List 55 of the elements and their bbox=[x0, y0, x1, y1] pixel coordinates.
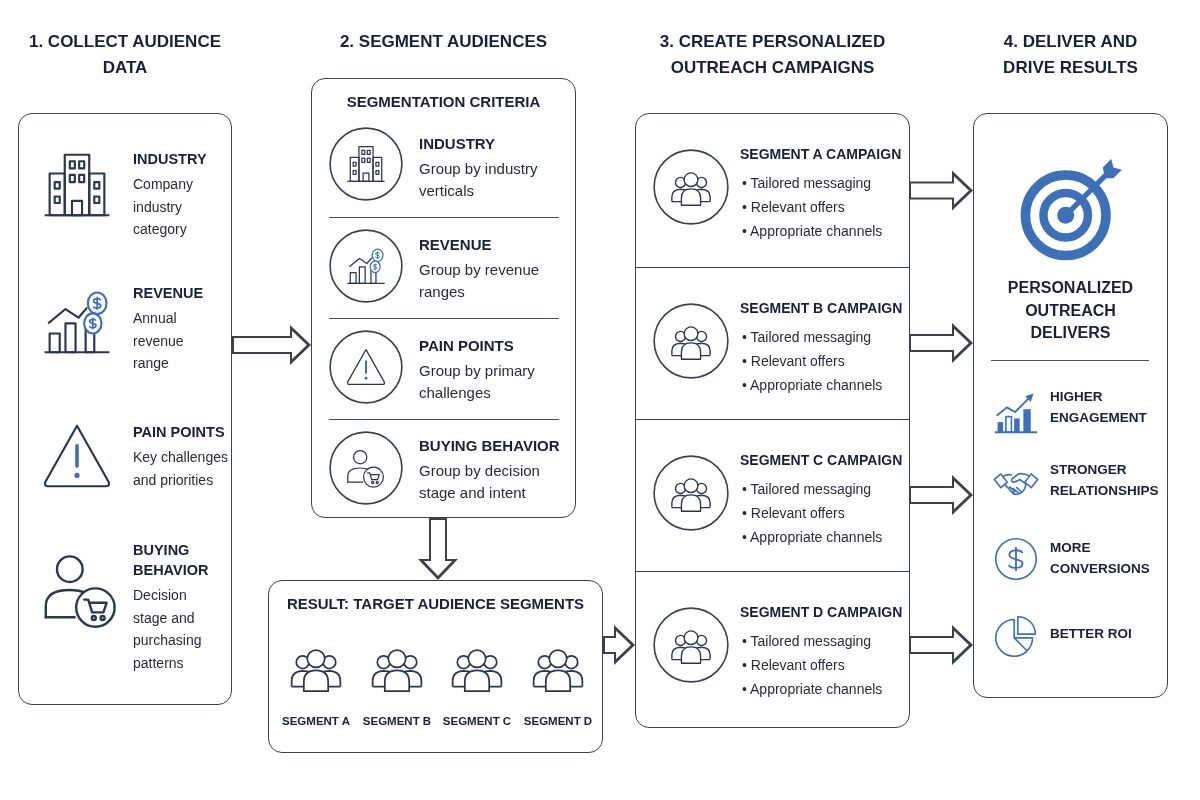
outcome-heading: PERSONALIZED OUTREACH DELIVERS bbox=[1006, 278, 1135, 343]
criterion-description: Group by decision stage and intent bbox=[419, 461, 541, 503]
bullet-item: • Relevant offers bbox=[742, 504, 845, 523]
segment-label: SEGMENT D bbox=[523, 714, 593, 729]
result-heading: RESULT: TARGET AUDIENCE SEGMENTS bbox=[286, 594, 585, 614]
block-arrow bbox=[418, 518, 458, 580]
result-panel bbox=[268, 580, 603, 753]
criterion-title: PAIN POINTS bbox=[419, 336, 514, 356]
criteria-heading: SEGMENTATION CRITERIA bbox=[346, 92, 541, 112]
campaign-title: SEGMENT B CAMPAIGN bbox=[740, 299, 903, 318]
criterion-title: BUYING BEHAVIOR bbox=[419, 436, 560, 456]
category-title: INDUSTRY bbox=[133, 150, 207, 169]
category-description: Key challenges and priorities bbox=[133, 448, 229, 490]
criterion-description: Group by primary challenges bbox=[419, 361, 536, 403]
bullet-item: • Relevant offers bbox=[742, 352, 845, 371]
bullet-item: • Tailored messaging bbox=[742, 328, 872, 347]
criterion-title: INDUSTRY bbox=[419, 134, 496, 154]
benefit-label: MORE CONVERSIONS bbox=[1050, 539, 1151, 578]
benefit-label: STRONGER RELATIONSHIPS bbox=[1050, 461, 1160, 500]
bullet-item: • Tailored messaging bbox=[742, 174, 872, 193]
category-description: Company industry category bbox=[133, 175, 194, 239]
segment-label: SEGMENT C bbox=[442, 714, 512, 729]
bullet-item: • Tailored messaging bbox=[742, 632, 872, 651]
benefit-label: BETTER ROI bbox=[1050, 625, 1132, 643]
step-heading: 1. COLLECT AUDIENCE DATA bbox=[27, 31, 222, 79]
bullet-item: • Tailored messaging bbox=[742, 480, 872, 499]
segment-label: SEGMENT A bbox=[282, 714, 350, 729]
bullet-item: • Relevant offers bbox=[742, 656, 845, 675]
bullet-item: • Relevant offers bbox=[742, 198, 845, 217]
category-title: BUYING BEHAVIOR bbox=[133, 541, 210, 580]
block-arrow bbox=[232, 325, 311, 365]
bullet-item: • Appropriate channels bbox=[742, 528, 883, 547]
campaign-title: SEGMENT A CAMPAIGN bbox=[740, 145, 902, 164]
block-arrow bbox=[909, 475, 973, 515]
criterion-description: Group by revenue ranges bbox=[419, 260, 541, 302]
bullet-item: • Appropriate channels bbox=[742, 222, 883, 241]
campaign-title: SEGMENT D CAMPAIGN bbox=[740, 603, 903, 622]
step-heading: 4. DELIVER AND DRIVE RESULTS bbox=[1002, 31, 1139, 79]
block-arrow bbox=[909, 323, 973, 363]
block-arrow bbox=[909, 625, 973, 665]
bullet-item: • Appropriate channels bbox=[742, 680, 883, 699]
category-title: PAIN POINTS bbox=[133, 423, 225, 442]
category-title: REVENUE bbox=[133, 284, 204, 303]
step-heading: 3. CREATE PERSONALIZED OUTREACH CAMPAIGNS bbox=[658, 31, 887, 79]
step-heading: 2. SEGMENT AUDIENCES bbox=[339, 31, 548, 53]
block-arrow bbox=[603, 625, 635, 665]
criterion-description: Group by industry verticals bbox=[419, 159, 539, 201]
segment-label: SEGMENT B bbox=[362, 714, 432, 729]
block-arrow bbox=[909, 170, 973, 211]
criterion-title: REVENUE bbox=[419, 235, 492, 255]
category-description: Decision stage and purchasing patterns bbox=[133, 586, 203, 673]
benefit-label: HIGHER ENGAGEMENT bbox=[1050, 388, 1148, 427]
category-description: Annual revenue range bbox=[133, 309, 185, 373]
campaign-title: SEGMENT C CAMPAIGN bbox=[740, 451, 903, 470]
bullet-item: • Appropriate channels bbox=[742, 376, 883, 395]
